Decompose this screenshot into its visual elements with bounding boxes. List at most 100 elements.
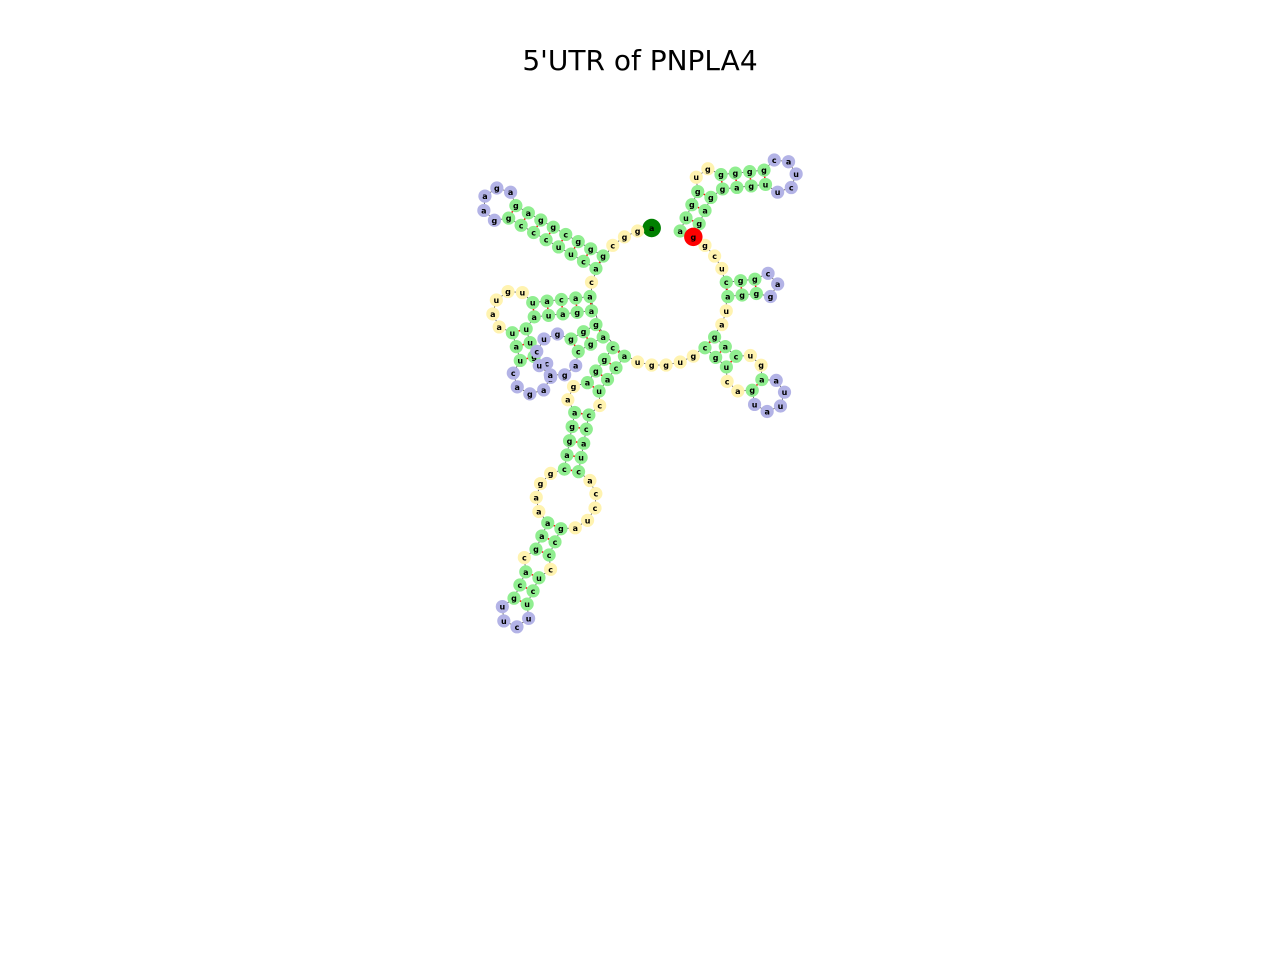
nucleotide-circle: [521, 206, 535, 220]
nucleotide-letter: u: [520, 289, 526, 298]
nucleotide-letter: g: [708, 193, 714, 202]
nucleotide-letter: g: [690, 233, 696, 242]
nucleotide-letter: a: [532, 313, 537, 322]
nucleotide: g: [754, 358, 768, 372]
nucleotide-letter: c: [518, 581, 523, 590]
nucleotide-circle: [692, 217, 706, 231]
nucleotide-circle: [769, 373, 783, 388]
nucleotide-circle: [733, 274, 748, 288]
nucleotide: a: [781, 155, 796, 169]
nucleotide-circle: [645, 358, 659, 372]
nucleotide-circle: [729, 349, 743, 363]
nucleotide-circle: [554, 292, 568, 307]
nucleotide: u: [747, 397, 762, 412]
nucleotide-letter: u: [596, 387, 602, 396]
nucleotide-circle: [589, 317, 603, 332]
nucleotide-letter: g: [558, 525, 564, 534]
nucleotide-letter: c: [766, 269, 771, 278]
nucleotide-letter: u: [556, 243, 562, 252]
nucleotide: u: [592, 384, 606, 398]
nucleotide: c: [543, 562, 558, 576]
nucleotide-circle: [477, 203, 491, 218]
nucleotide: g: [571, 235, 585, 249]
nucleotide: u: [519, 322, 533, 336]
nucleotide-circle: [673, 224, 687, 238]
nucleotide-letter: a: [735, 387, 740, 396]
nucleotide-letter: a: [514, 343, 519, 352]
nucleotide: c: [513, 578, 527, 592]
nucleotide: u: [715, 261, 729, 276]
nucleotide-letter: u: [724, 363, 730, 372]
nucleotide: g: [617, 230, 632, 244]
nucleotide-letter: u: [499, 603, 505, 612]
nucleotide-circle: [490, 181, 504, 195]
nucleotide-letter: c: [547, 551, 552, 560]
nucleotide: g: [748, 272, 762, 286]
nucleotide: u: [489, 293, 503, 307]
nucleotide-letter: c: [610, 344, 615, 353]
nucleotide-letter: u: [536, 574, 542, 583]
nucleotide-circle: [749, 286, 764, 301]
nucleotide-letter: u: [536, 362, 542, 371]
nucleotide-circle: [510, 620, 524, 634]
nucleotide-letter: g: [712, 333, 718, 342]
nucleotide-letter: g: [747, 168, 753, 177]
nucleotide-circle: [527, 225, 541, 240]
nucleotide: c: [559, 227, 573, 242]
nucleotide-circle: [715, 317, 729, 332]
nucleotide-circle: [755, 372, 769, 387]
nucleotide-letter: c: [531, 587, 536, 596]
nucleotide-circle: [544, 466, 558, 480]
nucleotide-circle: [566, 379, 581, 394]
nucleotide: c: [589, 487, 603, 501]
nucleotide-circle: [606, 341, 620, 355]
nucleotide: u: [564, 247, 578, 261]
nucleotide-letter: g: [555, 330, 561, 339]
nucleotide: g: [558, 368, 572, 382]
nucleotide-letter: u: [775, 188, 781, 197]
nucleotide: g: [490, 181, 504, 195]
nucleotide-letter: g: [635, 227, 641, 236]
nucleotide-letter: u: [546, 311, 552, 320]
nucleotide: a: [596, 330, 610, 344]
nucleotide: g: [564, 332, 578, 346]
nucleotide-letter: c: [562, 465, 567, 474]
nucleotide: a: [532, 504, 546, 519]
nucleotide-letter: g: [752, 275, 758, 284]
nucleotide-circle: [543, 562, 558, 576]
nucleotide-letter: c: [703, 344, 708, 353]
nucleotide-circle: [580, 376, 595, 390]
nucleotide-letter: u: [778, 402, 784, 411]
nucleotide-letter: u: [493, 296, 499, 305]
nucleotide: c: [729, 349, 743, 363]
nucleotide: g: [597, 352, 611, 366]
nucleotide-circle: [606, 238, 620, 252]
nucleotide-letter: c: [519, 221, 524, 230]
nucleotide: c: [557, 462, 572, 476]
nucleotide: c: [584, 275, 599, 289]
nucleotide-letter: c: [724, 278, 729, 287]
nucleotide-letter: g: [562, 371, 568, 380]
nucleotide-circle: [510, 380, 524, 394]
nucleotide-circle: [559, 227, 573, 242]
nucleotide: c: [506, 366, 520, 380]
nucleotide: c: [527, 225, 541, 240]
nucleotide: g: [714, 168, 728, 182]
nucleotide-letter: a: [548, 371, 553, 380]
nucleotide-circle: [577, 436, 591, 450]
nucleotide-circle: [593, 398, 607, 413]
nucleotide: a: [568, 405, 582, 420]
nucleotide: c: [784, 180, 798, 195]
nucleotide-letter: a: [764, 407, 769, 416]
nucleotide-circle: [550, 327, 565, 341]
nucleotide-letter: g: [761, 166, 767, 175]
nucleotide-letter: u: [683, 214, 689, 223]
nucleotide-circle: [515, 285, 529, 300]
nucleotide: g: [546, 220, 560, 234]
nucleotide: u: [574, 450, 588, 465]
nucleotide-letter: g: [513, 202, 519, 211]
nucleotide-letter: g: [538, 216, 544, 225]
nucleotide-letter: g: [749, 386, 755, 395]
nucleotide-letter: g: [758, 361, 764, 370]
nucleotide-letter: a: [585, 379, 590, 388]
